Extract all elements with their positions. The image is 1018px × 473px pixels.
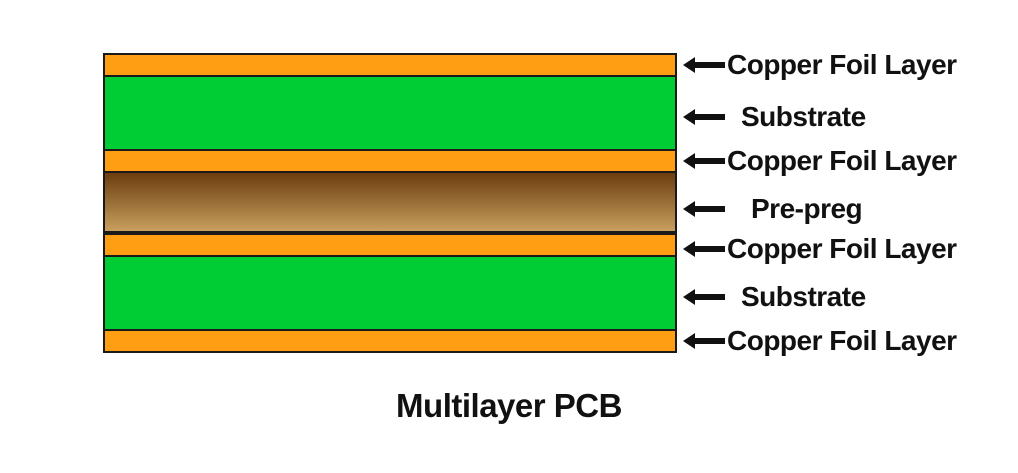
layer-substrate-1 — [103, 75, 677, 151]
label-row-copper-4: Copper Foil Layer — [681, 326, 957, 356]
left-arrow-icon — [683, 153, 725, 169]
layer-label: Copper Foil Layer — [727, 233, 957, 264]
label-row-substrate-1: Substrate — [681, 102, 866, 132]
layer-copper-1 — [103, 53, 677, 77]
label-row-copper-1: Copper Foil Layer — [681, 50, 957, 80]
label-row-copper-2: Copper Foil Layer — [681, 146, 957, 176]
layer-label: Substrate — [741, 281, 866, 312]
left-arrow-icon — [683, 289, 725, 305]
left-arrow-icon — [683, 333, 725, 349]
layer-prepreg — [103, 171, 677, 233]
left-arrow-icon — [683, 109, 725, 125]
layer-label: Copper Foil Layer — [727, 49, 957, 80]
left-arrow-icon — [683, 201, 725, 217]
diagram-caption: Multilayer PCB — [396, 387, 622, 424]
left-arrow-icon — [683, 241, 725, 257]
layer-copper-2 — [103, 149, 677, 173]
layer-substrate-2 — [103, 255, 677, 331]
layer-label: Copper Foil Layer — [727, 145, 957, 176]
layer-copper-3 — [103, 233, 677, 257]
label-row-copper-3: Copper Foil Layer — [681, 234, 957, 264]
layer-label: Substrate — [741, 101, 866, 132]
label-row-prepreg: Pre-preg — [681, 193, 863, 224]
left-arrow-icon — [683, 57, 725, 73]
label-row-substrate-2: Substrate — [681, 282, 866, 312]
layer-label: Copper Foil Layer — [727, 325, 957, 356]
layer-label: Pre-preg — [751, 193, 863, 224]
layer-copper-4 — [103, 329, 677, 353]
